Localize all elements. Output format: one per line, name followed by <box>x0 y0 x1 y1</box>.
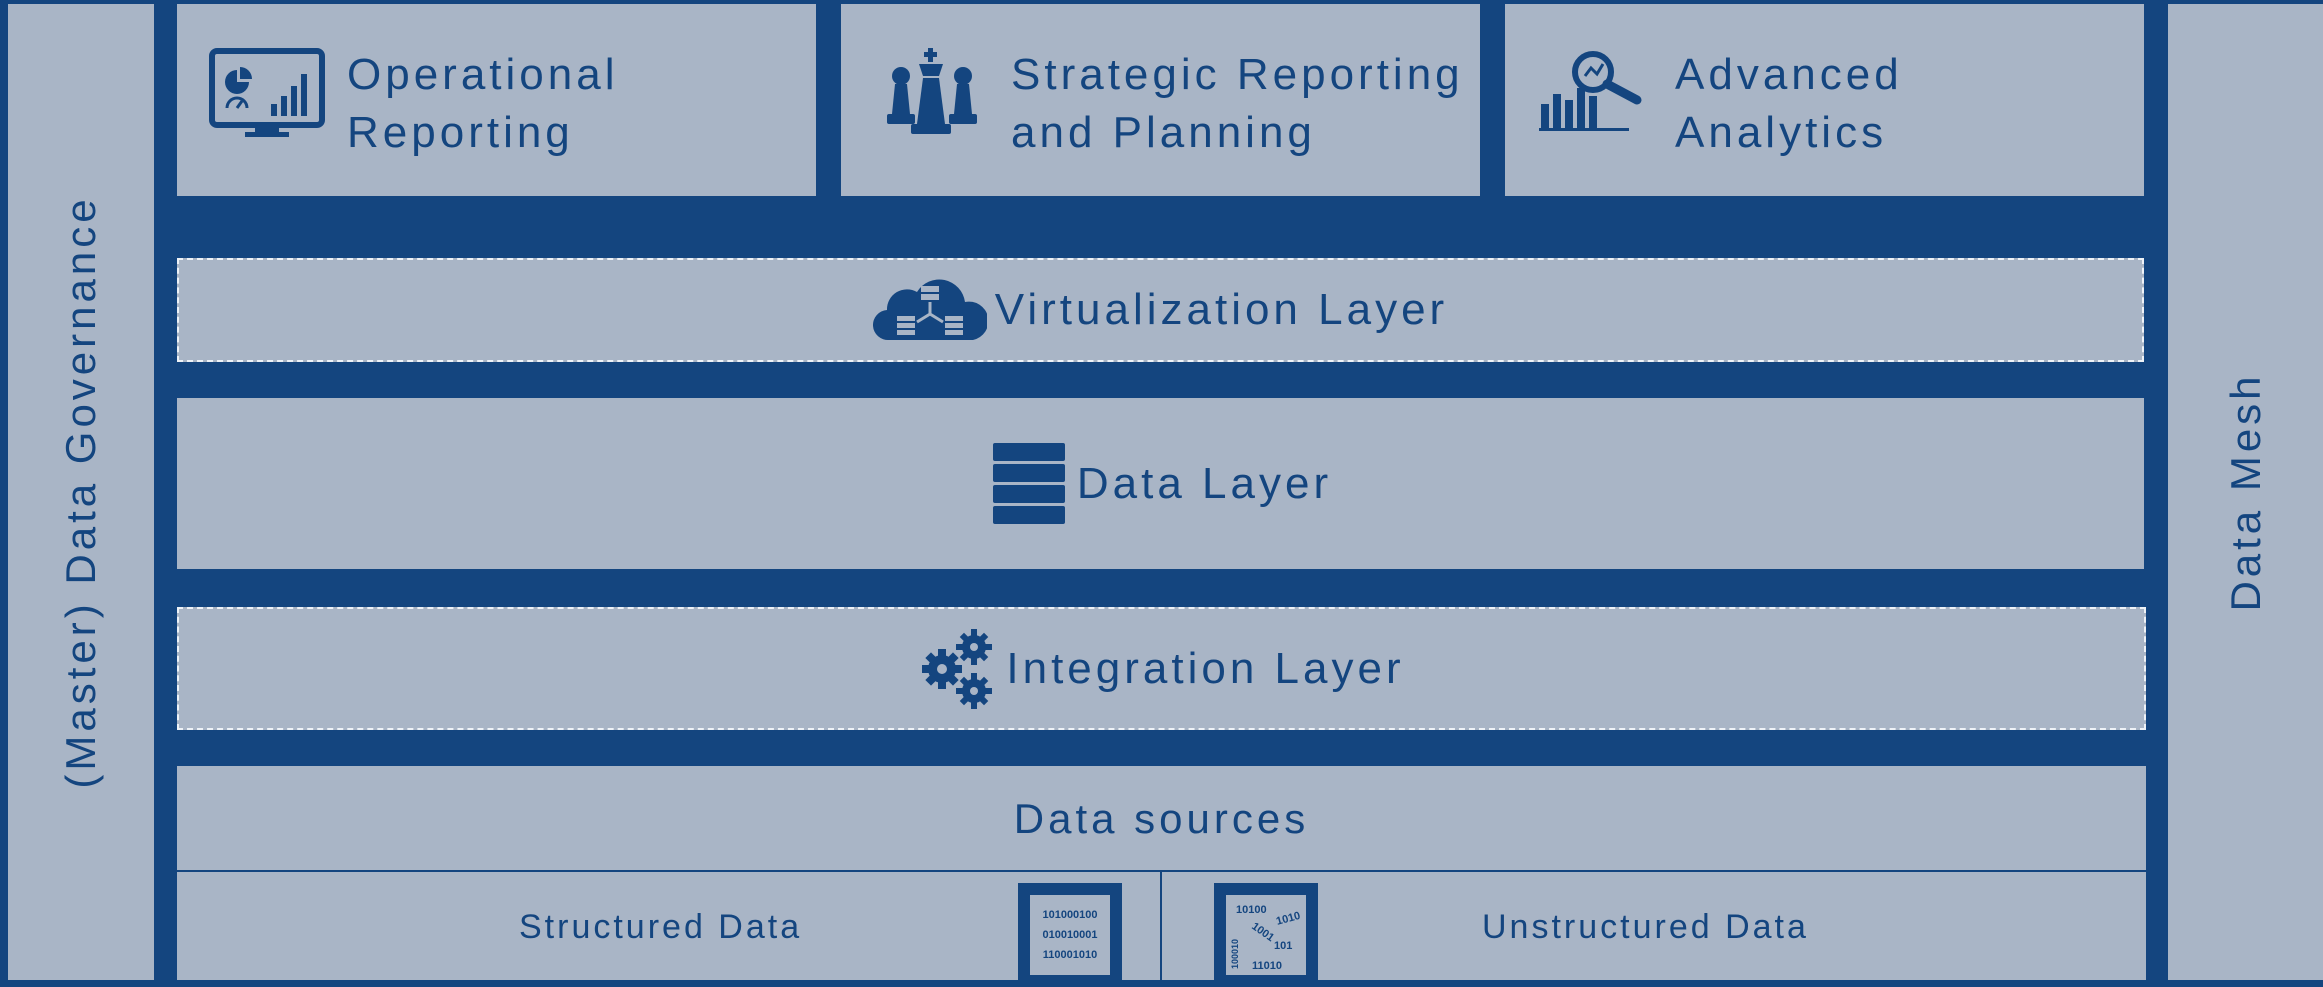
cloud-database-icon <box>872 279 987 341</box>
data-sources-panel: Data sources Structured Data 101000100 0… <box>177 766 2146 987</box>
governance-label: (Master) Data Governance <box>57 195 104 789</box>
chess-pieces-icon <box>887 48 977 134</box>
unstructured-binary-icon: 10100 1010 1001 101 100010 11010 <box>1214 883 1318 987</box>
data-layer-label: Data Layer <box>1076 458 1333 508</box>
binary-text: 110001010 <box>1043 949 1097 961</box>
unstructured-data-label: Unstructured Data <box>1482 908 1809 946</box>
structured-binary-icon: 101000100 010010001 110001010 <box>1018 883 1122 987</box>
box-title-line: Advanced <box>1675 50 1903 99</box>
database-stack-icon <box>992 442 1065 524</box>
binary-text: 010010001 <box>1042 929 1097 941</box>
integration-layer-label: Integration Layer <box>1006 643 1405 693</box>
gears-icon <box>922 628 993 709</box>
data-layer: Data Layer <box>177 398 2144 569</box>
virtualization-layer-row: Virtualization Layer <box>179 278 2142 342</box>
strategic-reporting-box: Strategic Reporting and Planning <box>841 4 1480 196</box>
data-sources-title: Data sources <box>1013 795 1310 842</box>
data-layer-row: Data Layer <box>177 441 2144 527</box>
analytics-magnifier-icon <box>1539 51 1642 131</box>
data-sources-separator <box>177 870 2146 872</box>
dashboard-icon <box>209 48 325 137</box>
virtualization-layer-label: Virtualization Layer <box>994 285 1449 334</box>
box-title-line: Strategic Reporting <box>1011 50 1464 99</box>
structured-data-label: Structured Data <box>519 908 803 946</box>
operational-reporting-title: Operational Reporting <box>347 46 618 162</box>
binary-text: 11010 <box>1252 960 1282 972</box>
integration-layer: Integration Layer <box>177 607 2146 730</box>
box-title-line: Reporting <box>347 108 574 157</box>
binary-text: 100010 <box>1230 939 1240 969</box>
data-mesh-column: Data Mesh <box>2168 4 2323 980</box>
strategic-reporting-title: Strategic Reporting and Planning <box>1011 46 1464 162</box>
binary-text: 10100 <box>1236 904 1267 916</box>
virtualization-layer: Virtualization Layer <box>177 258 2144 362</box>
box-title-line: Operational <box>347 50 619 99</box>
governance-column: (Master) Data Governance <box>8 4 154 980</box>
box-title-line: Analytics <box>1675 108 1888 157</box>
binary-text: 101 <box>1274 940 1292 952</box>
advanced-analytics-title: Advanced Analytics <box>1675 46 1903 162</box>
box-title-line: and Planning <box>1011 108 1316 157</box>
data-mesh-label: Data Mesh <box>2221 372 2269 612</box>
data-sources-divider <box>1160 872 1162 980</box>
binary-text: 101000100 <box>1042 909 1097 921</box>
advanced-analytics-box: Advanced Analytics <box>1505 4 2144 196</box>
operational-reporting-box: Operational Reporting <box>177 4 816 196</box>
integration-layer-row: Integration Layer <box>179 627 2144 711</box>
